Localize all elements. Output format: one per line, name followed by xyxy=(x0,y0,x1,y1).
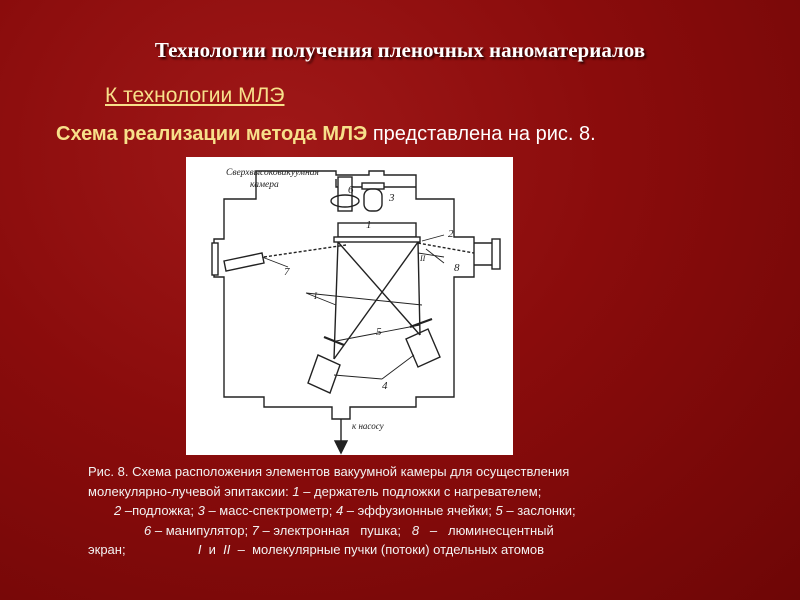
right-port-flange xyxy=(491,238,501,270)
label-7: 7 xyxy=(284,266,290,278)
caption-text: – электронная пушка; xyxy=(258,522,412,538)
caption-line-2: молекулярно-лучевой эпитаксии: 1 – держа… xyxy=(88,482,688,502)
leader-lines xyxy=(261,234,445,380)
caption-text: –подложка; xyxy=(121,503,198,518)
caption-text: – манипулятор; xyxy=(151,522,252,538)
mass-spectrometer-body xyxy=(363,188,383,212)
label-I: I xyxy=(313,291,318,301)
scheme-intro-bold: Схема реализации метода МЛЭ xyxy=(56,123,368,145)
effusion-cell-right xyxy=(405,328,441,368)
scheme-intro-rest: представлена на рис. 8. xyxy=(367,123,596,145)
caption-text: молекулярно-лучевой эпитаксии: xyxy=(88,483,293,499)
label-3: 3 xyxy=(388,192,395,204)
caption-line-5: экран; I и II – молекулярные пучки (пото… xyxy=(88,540,688,560)
pump-label: к насосу xyxy=(352,421,384,431)
caption-number: 5 xyxy=(495,503,503,518)
mass-spectrometer xyxy=(361,182,385,190)
caption-text: – люминесцентный xyxy=(419,522,554,538)
caption-text: – молекулярные пучки (потоки) отдельных … xyxy=(230,542,545,557)
caption-line-4: 6 – манипулятор; 7 – электронная пушка; … xyxy=(88,521,688,541)
caption-number: 2 xyxy=(114,503,122,518)
scheme-intro: Схема реализации метода МЛЭ представлена… xyxy=(56,123,596,146)
label-II: II xyxy=(419,254,426,263)
substrate xyxy=(333,236,421,243)
label-8: 8 xyxy=(454,262,460,274)
shutter-right xyxy=(409,317,433,329)
caption-line-1: Рис. 8. Схема расположения элементов вак… xyxy=(88,464,570,479)
caption-line-3: 2 –подложка; 3 – масс-спектрометр; 4 – э… xyxy=(88,501,688,521)
caption-number: II xyxy=(223,542,231,557)
caption-number: 3 xyxy=(197,503,205,518)
right-port-tube xyxy=(474,242,492,266)
electron-beam xyxy=(263,244,347,258)
caption-text: – масс-спектрометр; xyxy=(204,503,336,518)
label-6: 6 xyxy=(348,184,354,196)
caption-number: I xyxy=(197,542,202,557)
label-5: 5 xyxy=(376,326,382,338)
label-2: 2 xyxy=(448,228,454,240)
pump-arrow xyxy=(333,440,349,455)
caption-text: и xyxy=(201,542,224,557)
caption-text: – заслонки; xyxy=(502,503,576,518)
mbe-technology-link[interactable]: К технологии МЛЭ xyxy=(105,84,285,107)
caption-text: – эффузионные ячейки; xyxy=(343,503,496,518)
chamber-label-1: Сверхвысоковакуумная xyxy=(226,168,319,178)
manipulator-rotation xyxy=(330,194,360,208)
label-4: 4 xyxy=(382,380,388,392)
substrate-holder xyxy=(337,222,417,238)
mbe-chamber-figure: Сверхвысоковакуумная камера 1 2 3 4 5 6 … xyxy=(186,157,513,455)
chamber-label-2: камера xyxy=(250,180,279,190)
chamber-outline xyxy=(213,170,475,420)
caption-text: – держатель подложки с нагревателем; xyxy=(299,483,542,499)
caption-number: 8 xyxy=(411,522,420,538)
top-flange xyxy=(335,179,416,188)
mbe-chamber-diagram: Сверхвысоковакуумная камера 1 2 3 4 5 6 … xyxy=(211,168,501,455)
caption-text: экран; xyxy=(88,542,198,557)
label-1: 1 xyxy=(366,219,372,231)
manipulator xyxy=(337,176,353,212)
left-port-flange xyxy=(211,242,219,276)
slide-title: Технологии получения пленочных наноматер… xyxy=(154,38,646,62)
caption-number: 6 xyxy=(144,522,152,538)
screen-reflection xyxy=(417,242,475,254)
electron-gun xyxy=(223,252,265,272)
figure-caption: Рис. 8. Схема расположения элементов вак… xyxy=(88,462,688,560)
caption-number: 7 xyxy=(251,522,259,538)
caption-number: 1 xyxy=(292,483,300,499)
caption-number: 4 xyxy=(335,503,344,518)
effusion-cell-left xyxy=(307,354,341,394)
